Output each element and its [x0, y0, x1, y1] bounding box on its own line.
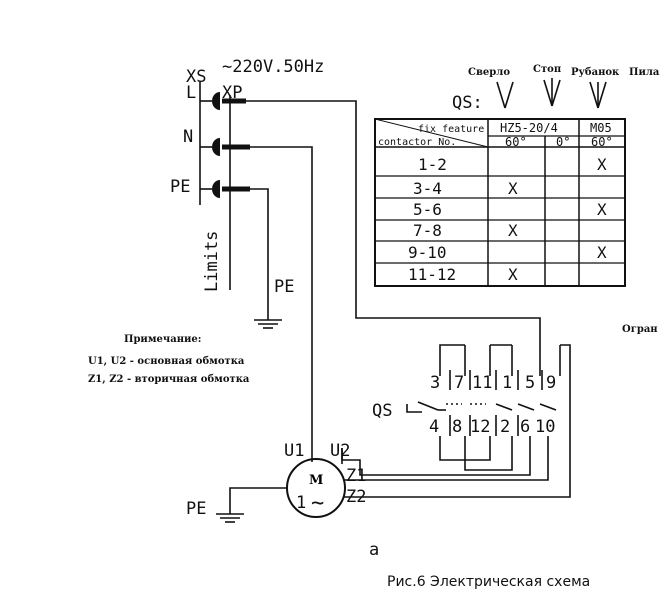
row-3-contacts: 5-6 [413, 200, 442, 219]
note-title: Примечание: [124, 334, 202, 345]
table-angle-3: 60° [591, 135, 613, 149]
qs-prefix: QS: [452, 93, 483, 113]
neutral-wire [250, 146, 313, 448]
note-line-2: Z1, Z2 - вторичная обмотка [88, 374, 250, 385]
row-6-contacts: 11-12 [408, 265, 456, 284]
bus-3-7 [439, 344, 465, 350]
position-drill: Сверло [468, 67, 510, 78]
table-angle-2: 0° [556, 135, 570, 149]
earth-label: PE [170, 177, 190, 197]
contact-top-1: 3 [430, 373, 440, 393]
socket-label: XS [186, 67, 206, 87]
row-2-mark-1: X [508, 179, 518, 198]
motor-z2: Z2 [346, 487, 366, 507]
contact-bottom-2: 8 [452, 417, 462, 437]
wire-u2 [341, 436, 531, 476]
row-4-mark-1: X [508, 221, 518, 240]
table-group-1: HZ5-20/4 [500, 121, 558, 135]
row-5-contacts: 9-10 [408, 243, 447, 262]
contact-bottom-3: 12 [470, 417, 490, 437]
contact-top-2: 7 [454, 373, 464, 393]
position-saw: Пила [629, 67, 660, 78]
contact-top-3: 11 [472, 373, 492, 393]
earth-wire [250, 188, 269, 320]
contact-bottom-1: 4 [429, 417, 439, 437]
figure-caption: Рис.6 Электрическая схема [387, 574, 590, 590]
switch-blades [417, 401, 557, 411]
contact-top-6: 9 [546, 373, 556, 393]
row-3-mark-3: X [597, 200, 607, 219]
line-label: L [186, 83, 196, 103]
neutral-label: N [183, 127, 193, 147]
motor-earth-label: PE [186, 499, 206, 519]
note-line-1: U1, U2 - основная обмотка [88, 356, 245, 367]
motor-phase: 1 [296, 493, 306, 513]
row-6-mark-1: X [508, 265, 518, 284]
contact-bottom-4: 2 [500, 417, 510, 437]
table-group-2: M05 [590, 121, 612, 135]
socket-pin-line [212, 92, 220, 110]
motor-z1: Z1 [346, 466, 366, 486]
wire-8-2 [464, 436, 513, 471]
position-stop: Стоп [533, 64, 561, 75]
row-1-contacts: 1-2 [418, 155, 447, 174]
motor-symbol: M [309, 473, 323, 488]
table-header-fix: fix feature [418, 124, 484, 135]
wire-z1 [344, 436, 549, 481]
switch-label: QS [372, 401, 392, 421]
arrow-drill [496, 81, 514, 109]
bus-9 [560, 344, 571, 430]
socket-pin-earth [212, 180, 220, 198]
row-4-contacts: 7-8 [413, 221, 442, 240]
contact-bottom-5: 6 [520, 417, 530, 437]
subfigure-label: a [369, 540, 379, 560]
row-2-contacts: 3-4 [413, 179, 442, 198]
line-wire [246, 100, 541, 350]
contact-bottom-6: 10 [535, 417, 555, 437]
switch-table [374, 118, 626, 287]
supply-voltage: ∼220V.50Hz [222, 57, 324, 77]
motor-earth-wire [229, 487, 288, 514]
motor-u2: U2 [330, 441, 350, 461]
contact-top-4: 1 [502, 373, 512, 393]
row-5-mark-3: X [597, 243, 607, 262]
table-angle-1: 60° [505, 135, 527, 149]
position-planer: Рубанок [571, 67, 620, 78]
motor-u1: U1 [284, 441, 304, 461]
plug-label: XP [222, 83, 242, 103]
limits-label: Limits [202, 231, 222, 292]
arrow-stop [543, 78, 561, 107]
switch-actuator [406, 404, 422, 413]
wire-z2 [344, 430, 571, 498]
socket-pin-neutral [212, 138, 220, 156]
arrow-planer [589, 81, 607, 109]
earth-ground-label: PE [274, 277, 294, 297]
contact-top-5: 5 [525, 373, 535, 393]
row-1-mark-3: X [597, 155, 607, 174]
motor-ac: ~ [311, 491, 324, 516]
table-header-contact: contactor No. [378, 137, 456, 148]
truncated-label: Огран [622, 324, 658, 335]
